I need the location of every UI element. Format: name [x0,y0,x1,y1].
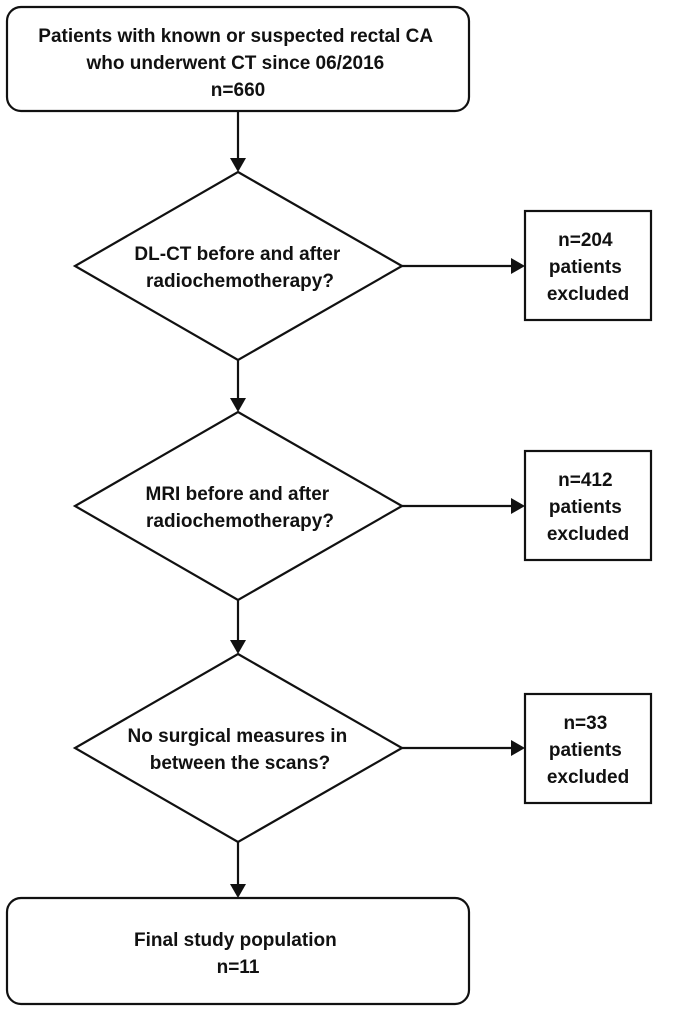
exclusion-node-2: n=412 patients excluded [523,449,653,562]
decision-3-line-2: between the scans? [150,753,331,774]
decision-1-line-2: radiochemotherapy? [146,271,334,292]
decision-text-2: MRI before and after radiochemotherapy? [146,484,335,532]
exclusion-2-line-2: patients [549,497,622,518]
exclusion-node-3: n=33 patients excluded [523,692,653,805]
edge-decision-1-to-decision-2 [230,360,246,412]
edge-start-to-decision-1 [230,111,246,172]
decision-node-1: DL-CT before and after radiochemotherapy… [72,170,405,362]
edge-decision-2-to-decision-3 [230,600,246,654]
exclusion-1-line-3: excluded [547,284,629,305]
final-count: n=11 [217,957,260,978]
final-text: Final study population n=11 [134,930,342,978]
start-count: n=660 [211,80,265,101]
final-node: Final study population n=11 [5,896,471,1006]
decision-1-line-1: DL-CT before and after [134,244,340,265]
decision-3-line-1: No surgical measures in [128,726,348,747]
decision-2-line-1: MRI before and after [146,484,330,505]
exclusion-text-2: n=412 patients excluded [547,470,629,545]
decision-diamond-3 [72,652,405,844]
final-box [5,896,471,1006]
exclusion-text-3: n=33 patients excluded [547,713,629,788]
decision-node-2: MRI before and after radiochemotherapy? [72,410,405,602]
exclusion-1-count: n=204 [558,230,613,251]
start-node: Patients with known or suspected rectal … [5,5,471,113]
exclusion-box-1 [523,209,653,322]
edge-decision-3-to-final [230,842,246,898]
exclusion-3-count: n=33 [563,713,607,734]
start-line-1: Patients with known or suspected rectal … [38,26,433,47]
start-text: Patients with known or suspected rectal … [38,26,437,101]
exclusion-box-3 [523,692,653,805]
decision-2-line-2: radiochemotherapy? [146,511,334,532]
decision-text-1: DL-CT before and after radiochemotherapy… [134,244,345,292]
decision-diamond-2 [72,410,405,602]
exclusion-2-line-3: excluded [547,524,629,545]
edge-decision-2-to-exclusion-2 [402,498,525,514]
edge-decision-3-to-exclusion-3 [402,740,525,756]
exclusion-3-line-2: patients [549,740,622,761]
start-line-2: who underwent CT since 06/2016 [85,53,384,74]
exclusion-node-1: n=204 patients excluded [523,209,653,322]
exclusion-2-count: n=412 [558,470,612,491]
final-line-1: Final study population [134,930,337,951]
edge-decision-1-to-exclusion-1 [402,258,525,274]
decision-diamond-1 [72,170,405,362]
exclusion-text-1: n=204 patients excluded [547,230,629,305]
decision-text-3: No surgical measures in between the scan… [128,726,353,774]
exclusion-3-line-3: excluded [547,767,629,788]
exclusion-1-line-2: patients [549,257,622,278]
decision-node-3: No surgical measures in between the scan… [72,652,405,844]
exclusion-box-2 [523,449,653,562]
